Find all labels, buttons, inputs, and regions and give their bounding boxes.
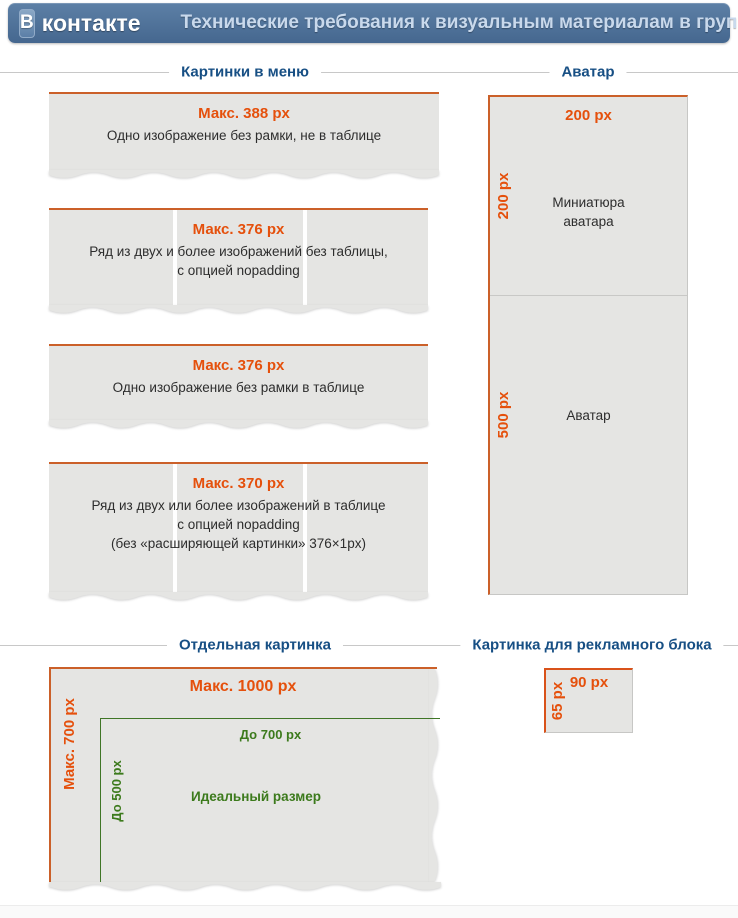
section-title-menu-images: Картинки в меню xyxy=(169,63,321,81)
section-divider-bottom: Отдельная картинка Картинка для рекламно… xyxy=(0,636,738,654)
menu-box-4: Макс. 370 px Ряд из двух или более изобр… xyxy=(49,462,428,600)
column-divider xyxy=(173,464,177,592)
avatar-box: 200 px 200 px Миниатюра аватара 500 px А… xyxy=(488,95,688,595)
menu-box-2: Макс. 376 px Ряд из двух и более изображ… xyxy=(49,208,428,313)
menu-box-1: Макс. 388 px Одно изображение без рамки,… xyxy=(49,92,439,178)
ideal-caption: Идеальный размер xyxy=(191,789,321,804)
box-size-label: Макс. 388 px xyxy=(198,105,290,122)
box-size-label: Макс. 376 px xyxy=(192,221,285,238)
column-divider xyxy=(303,464,307,592)
section-divider-top: Картинки в меню Аватар xyxy=(0,63,738,81)
torn-edge xyxy=(49,170,439,181)
ad-width-label: 90 px xyxy=(569,674,609,691)
single-image-box: Макс. 1000 px Макс. 700 px До 700 px До … xyxy=(49,667,441,890)
ad-image-box: 90 px 65 px xyxy=(544,668,633,733)
avatar-mini-caption: Миниатюра аватара xyxy=(490,193,687,231)
section-title-avatar: Аватар xyxy=(549,63,627,81)
header-bar: В контакте Технические требования к визу… xyxy=(8,3,738,43)
torn-edge xyxy=(429,669,441,882)
avatar-caption-wrap: Аватар xyxy=(490,406,687,425)
avatar-mini-caption-line: аватара xyxy=(563,214,614,229)
box-description: Ряд из двух и более изображений без табл… xyxy=(89,244,388,259)
avatar-mini-region: 200 px 200 px Миниатюра аватара xyxy=(490,97,687,296)
avatar-width-label: 200 px xyxy=(565,107,612,124)
vk-logo-letter: В xyxy=(20,12,34,33)
avatar-caption: Аватар xyxy=(566,408,611,423)
avatar-mini-caption-line: Миниатюра xyxy=(552,195,625,210)
max-width-label: Макс. 1000 px xyxy=(189,678,297,695)
box-description: Ряд из двух или более изображений в табл… xyxy=(91,498,386,513)
max-height-label: Макс. 700 px xyxy=(61,698,78,791)
box-description: (без «расширяющей картинки» 376×1px) xyxy=(111,536,366,551)
box-size-label: Макс. 370 px xyxy=(192,475,285,492)
column-divider xyxy=(303,210,307,305)
column-divider xyxy=(173,210,177,305)
single-image-area xyxy=(49,667,429,882)
box-description: с опцией nopadding xyxy=(177,517,300,532)
torn-edge xyxy=(49,592,428,603)
avatar-main-region: 500 px Аватар xyxy=(490,296,687,594)
box-description: с опцией nopadding xyxy=(177,263,300,278)
box-description: Одно изображение без рамки, не в таблице xyxy=(106,128,382,143)
torn-edge xyxy=(49,882,441,893)
box-size-label: Макс. 376 px xyxy=(192,357,285,374)
footer-strip xyxy=(0,905,738,918)
torn-edge xyxy=(49,420,428,431)
section-title-ad-image: Картинка для рекламного блока xyxy=(460,636,724,654)
menu-box-3: Макс. 376 px Одно изображение без рамки … xyxy=(49,344,428,428)
ideal-size-area: До 700 px До 500 px Идеальный размер xyxy=(100,718,440,882)
page-title: Технические требования к визуальным мате… xyxy=(180,12,738,33)
section-title-single-image: Отдельная картинка xyxy=(166,636,344,654)
box-description: Одно изображение без рамки в таблице xyxy=(112,380,365,395)
vk-logo-word: контакте xyxy=(41,9,141,36)
torn-edge xyxy=(49,305,428,316)
vk-logo-icon: В xyxy=(19,8,35,38)
ideal-width-label: До 700 px xyxy=(239,727,302,742)
max-width-border xyxy=(49,667,437,669)
